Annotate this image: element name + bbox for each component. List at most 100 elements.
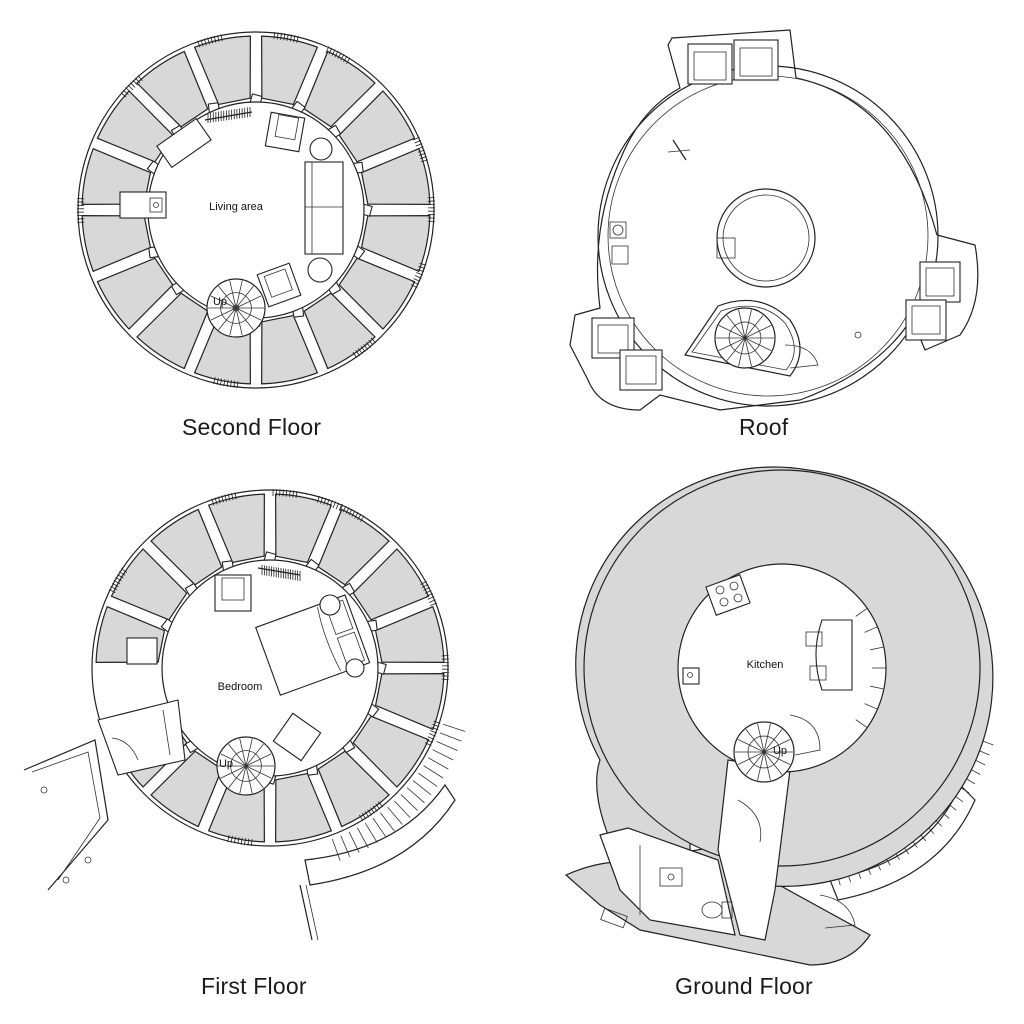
window-tick [326, 498, 330, 506]
room-segment [317, 750, 390, 828]
stair-tread [245, 765, 253, 794]
stair-tread [235, 307, 254, 331]
room-segment [261, 314, 319, 385]
window-tick [217, 496, 221, 504]
first-floor-segments [95, 493, 445, 843]
window-tick [213, 35, 217, 43]
planter-boxes-right [905, 261, 961, 341]
window-tick [426, 739, 433, 743]
stair-tread [406, 787, 425, 804]
stair-tread [228, 743, 247, 767]
window-tick [217, 35, 220, 43]
stair-tread [220, 765, 247, 779]
stair-tread [726, 315, 746, 339]
stair-tread [855, 719, 868, 728]
stair-tread [726, 337, 746, 361]
window-tick [108, 589, 116, 593]
armchair [272, 712, 322, 762]
window-tick [233, 836, 237, 844]
window-tick [289, 490, 291, 498]
window-tick [420, 156, 427, 159]
stair-tread [439, 732, 462, 742]
window-tick [417, 149, 425, 153]
kitchenette [119, 191, 167, 219]
window-tick [292, 490, 295, 498]
window-tick [295, 490, 298, 499]
window-tick [431, 727, 439, 731]
ground-floor-plan: Kitchen Up [564, 466, 994, 966]
stair-tread [387, 806, 403, 825]
window-tick [364, 811, 370, 818]
window-tick [418, 265, 426, 269]
window-tick [115, 577, 122, 582]
stair-tread [436, 741, 458, 752]
window-tick [428, 733, 436, 737]
stair-tread [870, 685, 884, 690]
window-tick [234, 492, 237, 500]
stair-tread [870, 646, 884, 651]
room-segment [81, 215, 152, 273]
stair-tread [745, 729, 765, 753]
window-tick [420, 159, 428, 163]
radiator [207, 107, 251, 123]
dining-table [815, 619, 853, 691]
stair-tread [864, 703, 878, 710]
bathroom [599, 827, 736, 936]
stair-tread [245, 753, 272, 767]
window-tick [363, 343, 369, 350]
window-tick [273, 31, 276, 39]
second-floor-window-ticks [77, 31, 435, 389]
window-tick [410, 284, 418, 288]
window-tick [419, 262, 427, 266]
stair-tread [380, 812, 395, 832]
stair-tread [428, 757, 449, 770]
window-tick [415, 143, 423, 147]
room-segment [110, 548, 188, 621]
window-tick [430, 602, 437, 606]
stair-tread [340, 835, 351, 858]
stair-tread [210, 307, 237, 321]
first-floor-caption: First Floor [201, 973, 307, 999]
stair-tread [220, 753, 247, 767]
window-tick [367, 809, 372, 816]
sofa [304, 161, 344, 255]
dining-chair [805, 631, 823, 647]
window-tick [433, 720, 441, 724]
stair-tread [757, 723, 765, 753]
stair-tread [744, 337, 752, 367]
stair-tread [718, 337, 746, 351]
stair-tread [744, 325, 772, 339]
room-segment [275, 772, 333, 843]
room-segment [150, 750, 223, 828]
window-tick [420, 580, 427, 585]
stair-tread [394, 800, 411, 818]
stair-tread [423, 765, 444, 779]
window-tick [135, 77, 141, 84]
window-tick [331, 49, 336, 56]
wardrobe [97, 699, 186, 776]
window-tick [377, 801, 383, 808]
window-tick [370, 807, 375, 814]
stair-tread [245, 743, 264, 767]
window-tick [368, 339, 374, 346]
window-tick [214, 497, 218, 505]
stair-tread [245, 738, 253, 767]
bed [255, 594, 371, 696]
window-tick [120, 568, 128, 573]
first-floor-plan: Bedroom Up [23, 489, 466, 941]
window-tick [285, 489, 288, 497]
desk [156, 117, 212, 169]
room-segment [136, 50, 209, 128]
window-tick [338, 503, 343, 511]
window-tick [325, 46, 330, 54]
window-tick [117, 574, 124, 579]
stair-tread [738, 337, 746, 367]
desk [126, 637, 158, 665]
armchair [264, 111, 306, 153]
window-tick [317, 495, 320, 503]
exterior-ramp [23, 739, 109, 891]
window-tick [247, 838, 250, 846]
window-tick [414, 139, 422, 144]
window-tick [210, 36, 214, 44]
window-tick [418, 152, 426, 156]
